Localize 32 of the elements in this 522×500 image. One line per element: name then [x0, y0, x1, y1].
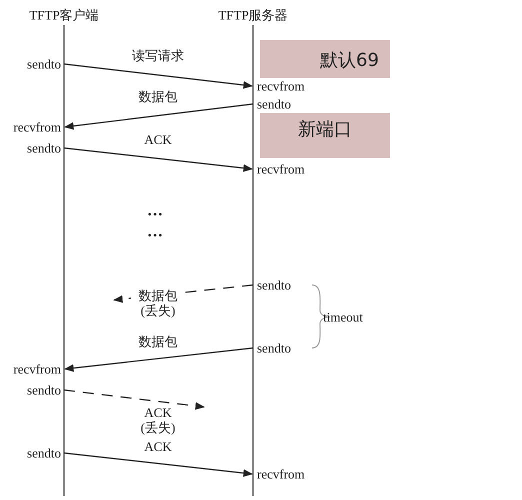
ellipsis-text: ··· — [147, 228, 163, 244]
lifeline-header: TFTP服务器 — [218, 8, 288, 22]
edge-label: 数据包 — [136, 89, 180, 104]
call-label: sendto — [27, 382, 61, 398]
message-arrow — [64, 103, 254, 130]
call-label: recvfrom — [257, 162, 305, 176]
note-text: timeout — [323, 310, 363, 324]
call-label: recvfrom — [257, 78, 305, 94]
edge-label: ACK — [142, 439, 174, 454]
lifeline-header: TFTP客户端 — [29, 8, 99, 22]
call-label: sendto — [257, 340, 291, 356]
call-label: sendto — [27, 446, 61, 460]
message-arrow — [64, 347, 254, 372]
call-label: sendto — [27, 56, 61, 72]
call-label: sendto — [27, 140, 61, 156]
call-label: sendto — [257, 278, 291, 292]
highlight-box — [260, 40, 390, 78]
highlight-box — [260, 113, 390, 158]
call-label: recvfrom — [257, 466, 305, 482]
edge-label: ACK — [142, 132, 174, 147]
box-text: 新端口 — [298, 118, 352, 141]
box-text: 默认69 — [320, 49, 379, 72]
call-label: sendto — [257, 96, 291, 112]
call-label: recvfrom — [13, 362, 61, 376]
edge-label: 读写请求 — [130, 48, 186, 63]
message-arrow — [64, 452, 253, 477]
call-label: recvfrom — [13, 120, 61, 134]
edge-label: 数据包 — [136, 334, 180, 349]
message-arrow — [64, 147, 253, 172]
message-arrow — [64, 63, 253, 89]
message-arrow — [64, 389, 205, 410]
ellipsis-text: ··· — [147, 208, 163, 222]
